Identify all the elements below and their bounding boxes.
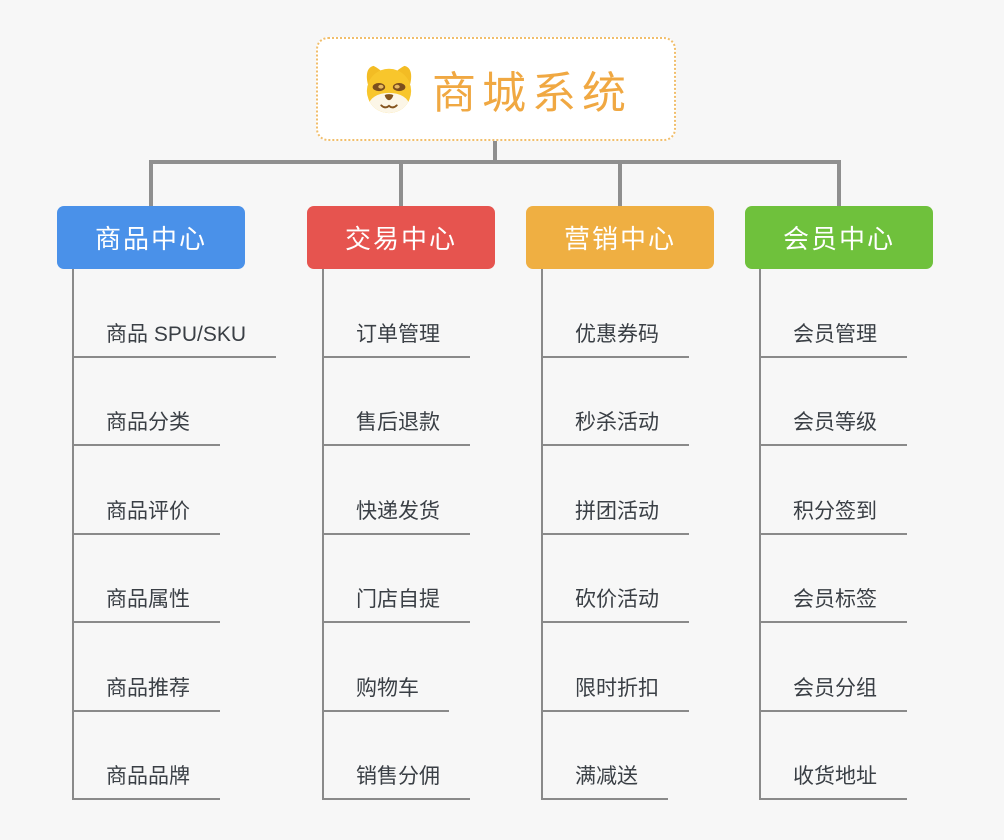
branch-node-trade-center[interactable]: 交易中心 [307, 206, 495, 269]
leaf-node[interactable]: 商品属性 [73, 587, 220, 623]
leaf-node[interactable]: 优惠券码 [542, 322, 689, 358]
leaf-node[interactable]: 积分签到 [760, 499, 907, 535]
root-node[interactable]: 商城系统 [316, 37, 676, 141]
branch-label: 交易中心 [344, 224, 457, 254]
leaf-node[interactable]: 门店自提 [323, 587, 470, 623]
branch-node-member-center[interactable]: 会员中心 [745, 206, 933, 269]
branch-node-marketing-center[interactable]: 营销中心 [526, 206, 714, 269]
leaf-node[interactable]: 订单管理 [323, 322, 470, 358]
branch-node-product-center[interactable]: 商品中心 [57, 206, 245, 269]
root-connector-line [493, 141, 497, 164]
leaf-node[interactable]: 会员标签 [760, 587, 907, 623]
branch-drop-line [837, 160, 841, 206]
leaf-node[interactable]: 商品 SPU/SKU [73, 322, 277, 358]
leaf-node[interactable]: 砍价活动 [542, 587, 689, 623]
branch-label: 营销中心 [563, 224, 676, 254]
leaf-node[interactable]: 限时折扣 [542, 676, 689, 712]
leaf-node[interactable]: 满减送 [542, 764, 668, 800]
branch-drop-line [149, 160, 153, 206]
connector-rail [149, 160, 841, 164]
leaf-node[interactable]: 收货地址 [760, 764, 907, 800]
leaf-node[interactable]: 商品品牌 [73, 764, 220, 800]
branch-label: 会员中心 [782, 224, 895, 254]
leaf-node[interactable]: 销售分佣 [323, 764, 470, 800]
root-node-title: 商城系统 [432, 69, 632, 118]
leaf-node[interactable]: 会员管理 [760, 322, 907, 358]
branch-drop-line [399, 160, 403, 206]
leaf-node[interactable]: 会员分组 [760, 676, 907, 712]
doge-face-icon [366, 65, 412, 114]
leaf-node[interactable]: 售后退款 [323, 410, 470, 446]
leaf-node[interactable]: 会员等级 [760, 410, 907, 446]
leaf-node[interactable]: 商品推荐 [73, 676, 220, 712]
leaf-node[interactable]: 购物车 [323, 676, 449, 712]
leaf-node[interactable]: 秒杀活动 [542, 410, 689, 446]
leaf-node[interactable]: 拼团活动 [542, 499, 689, 535]
leaf-node[interactable]: 快递发货 [323, 499, 470, 535]
branch-drop-line [618, 160, 622, 206]
leaf-node[interactable]: 商品分类 [73, 410, 220, 446]
branch-label: 商品中心 [94, 224, 207, 254]
leaf-node[interactable]: 商品评价 [73, 499, 220, 535]
